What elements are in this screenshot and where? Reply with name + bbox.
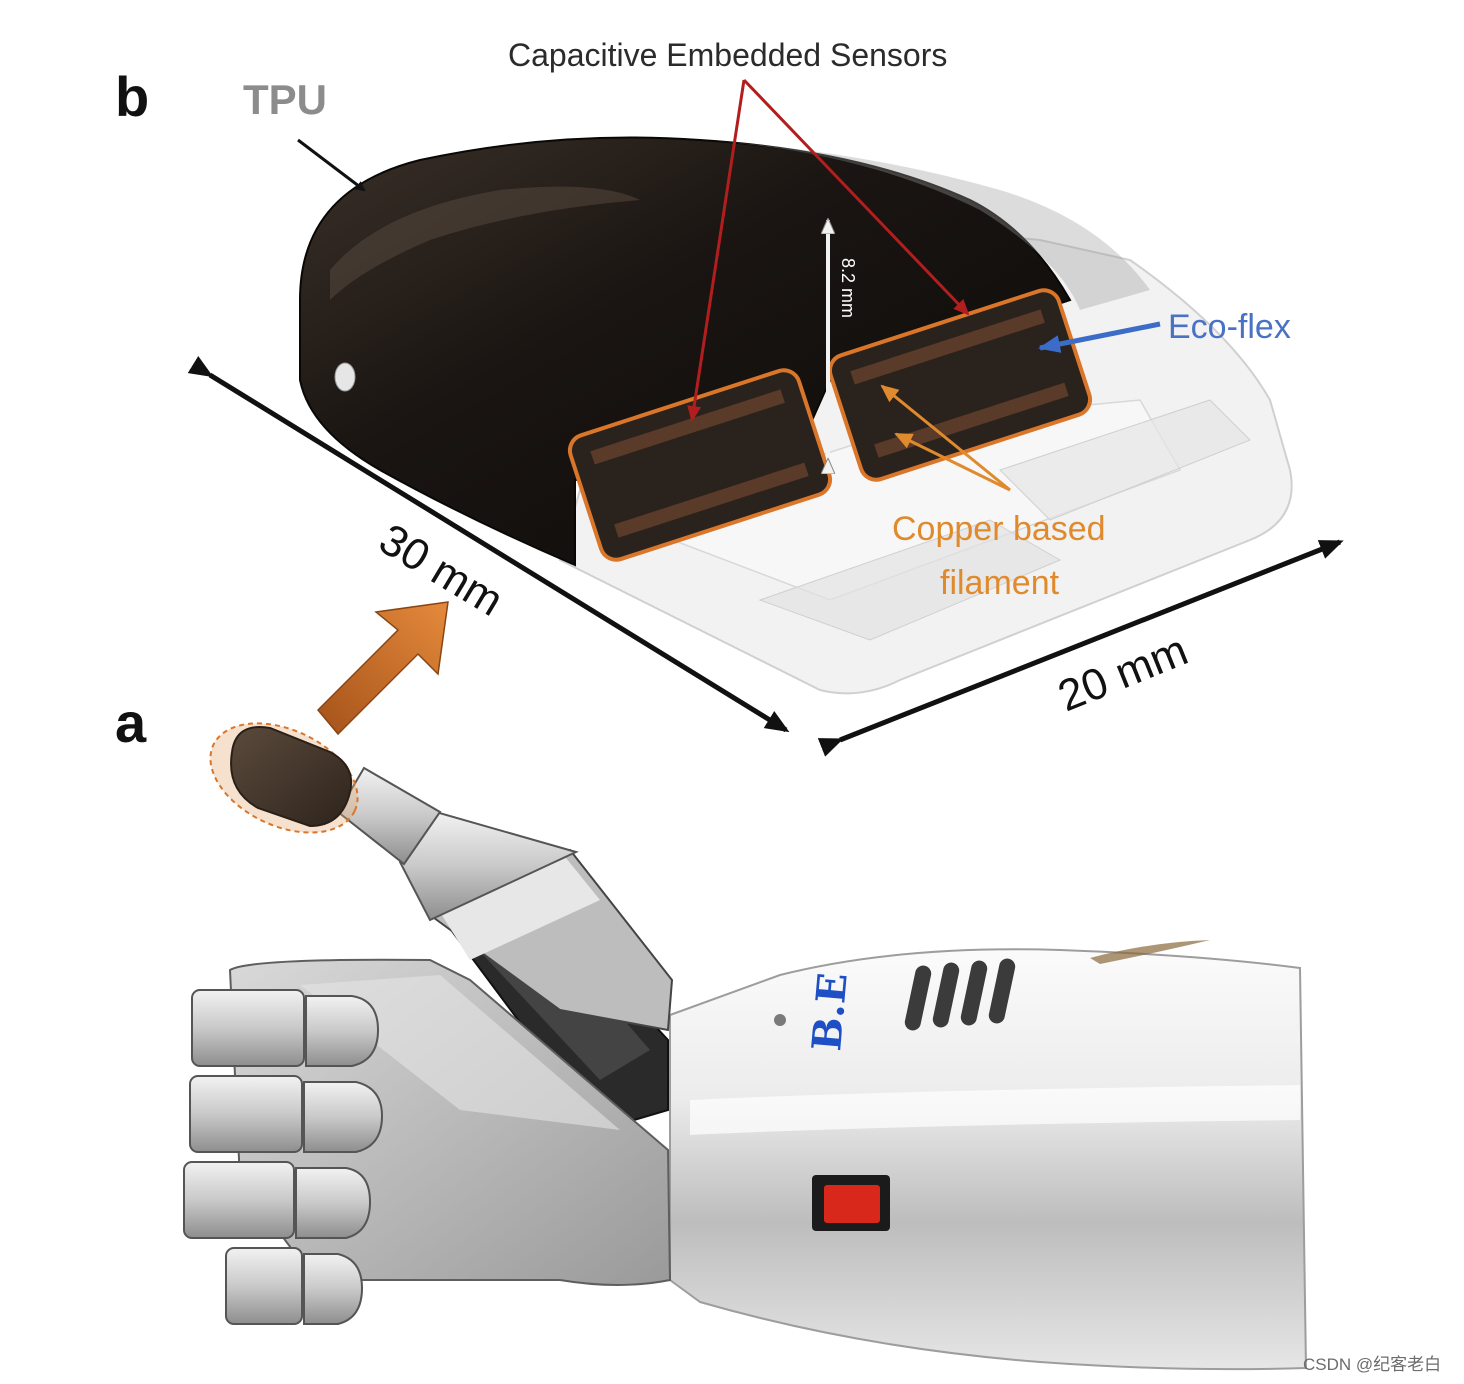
copper-callout-line-1 [880,384,1011,492]
forearm [669,948,1308,1371]
finger-middle [189,1075,384,1153]
finger-ring [183,1161,372,1239]
height-dimension-label: 8.2 mm [838,258,858,318]
sensor-callout-line-2 [742,78,970,316]
power-switch [812,1175,890,1231]
brand-logo: B.E [803,971,857,1053]
copper-label-line2: filament [940,564,1060,602]
panel-b-letter: b [115,65,149,128]
panel-a-letter: a [115,691,147,754]
fingertip-sensor [230,726,352,828]
capacitive-sensors-label: Capacitive Embedded Sensors [508,37,947,73]
tpu-label: TPU [243,76,327,123]
orange-pointer-arrow [316,601,449,736]
vent-slots [904,958,1016,1031]
finger-index [191,989,380,1067]
length-dimension-arrow [187,355,790,733]
sensor-cross-section: 8.2 mm [187,78,1344,757]
ecoflex-callout-line [1038,321,1161,353]
ecoflex-label: Eco-flex [1168,308,1291,346]
copper-callout-line-2 [894,432,1011,492]
sensor-window-right [827,288,1093,482]
tpu-pointer-line [297,138,366,192]
copper-label-line1: Copper based [892,510,1106,548]
prosthetic-hand: B.E [183,722,1308,1371]
width-dimension-label: 20 mm [1051,625,1194,721]
width-dimension-arrow [817,539,1344,757]
finger-little [225,1247,364,1325]
watermark-text: CSDN @纪客老白 [1303,1355,1441,1374]
